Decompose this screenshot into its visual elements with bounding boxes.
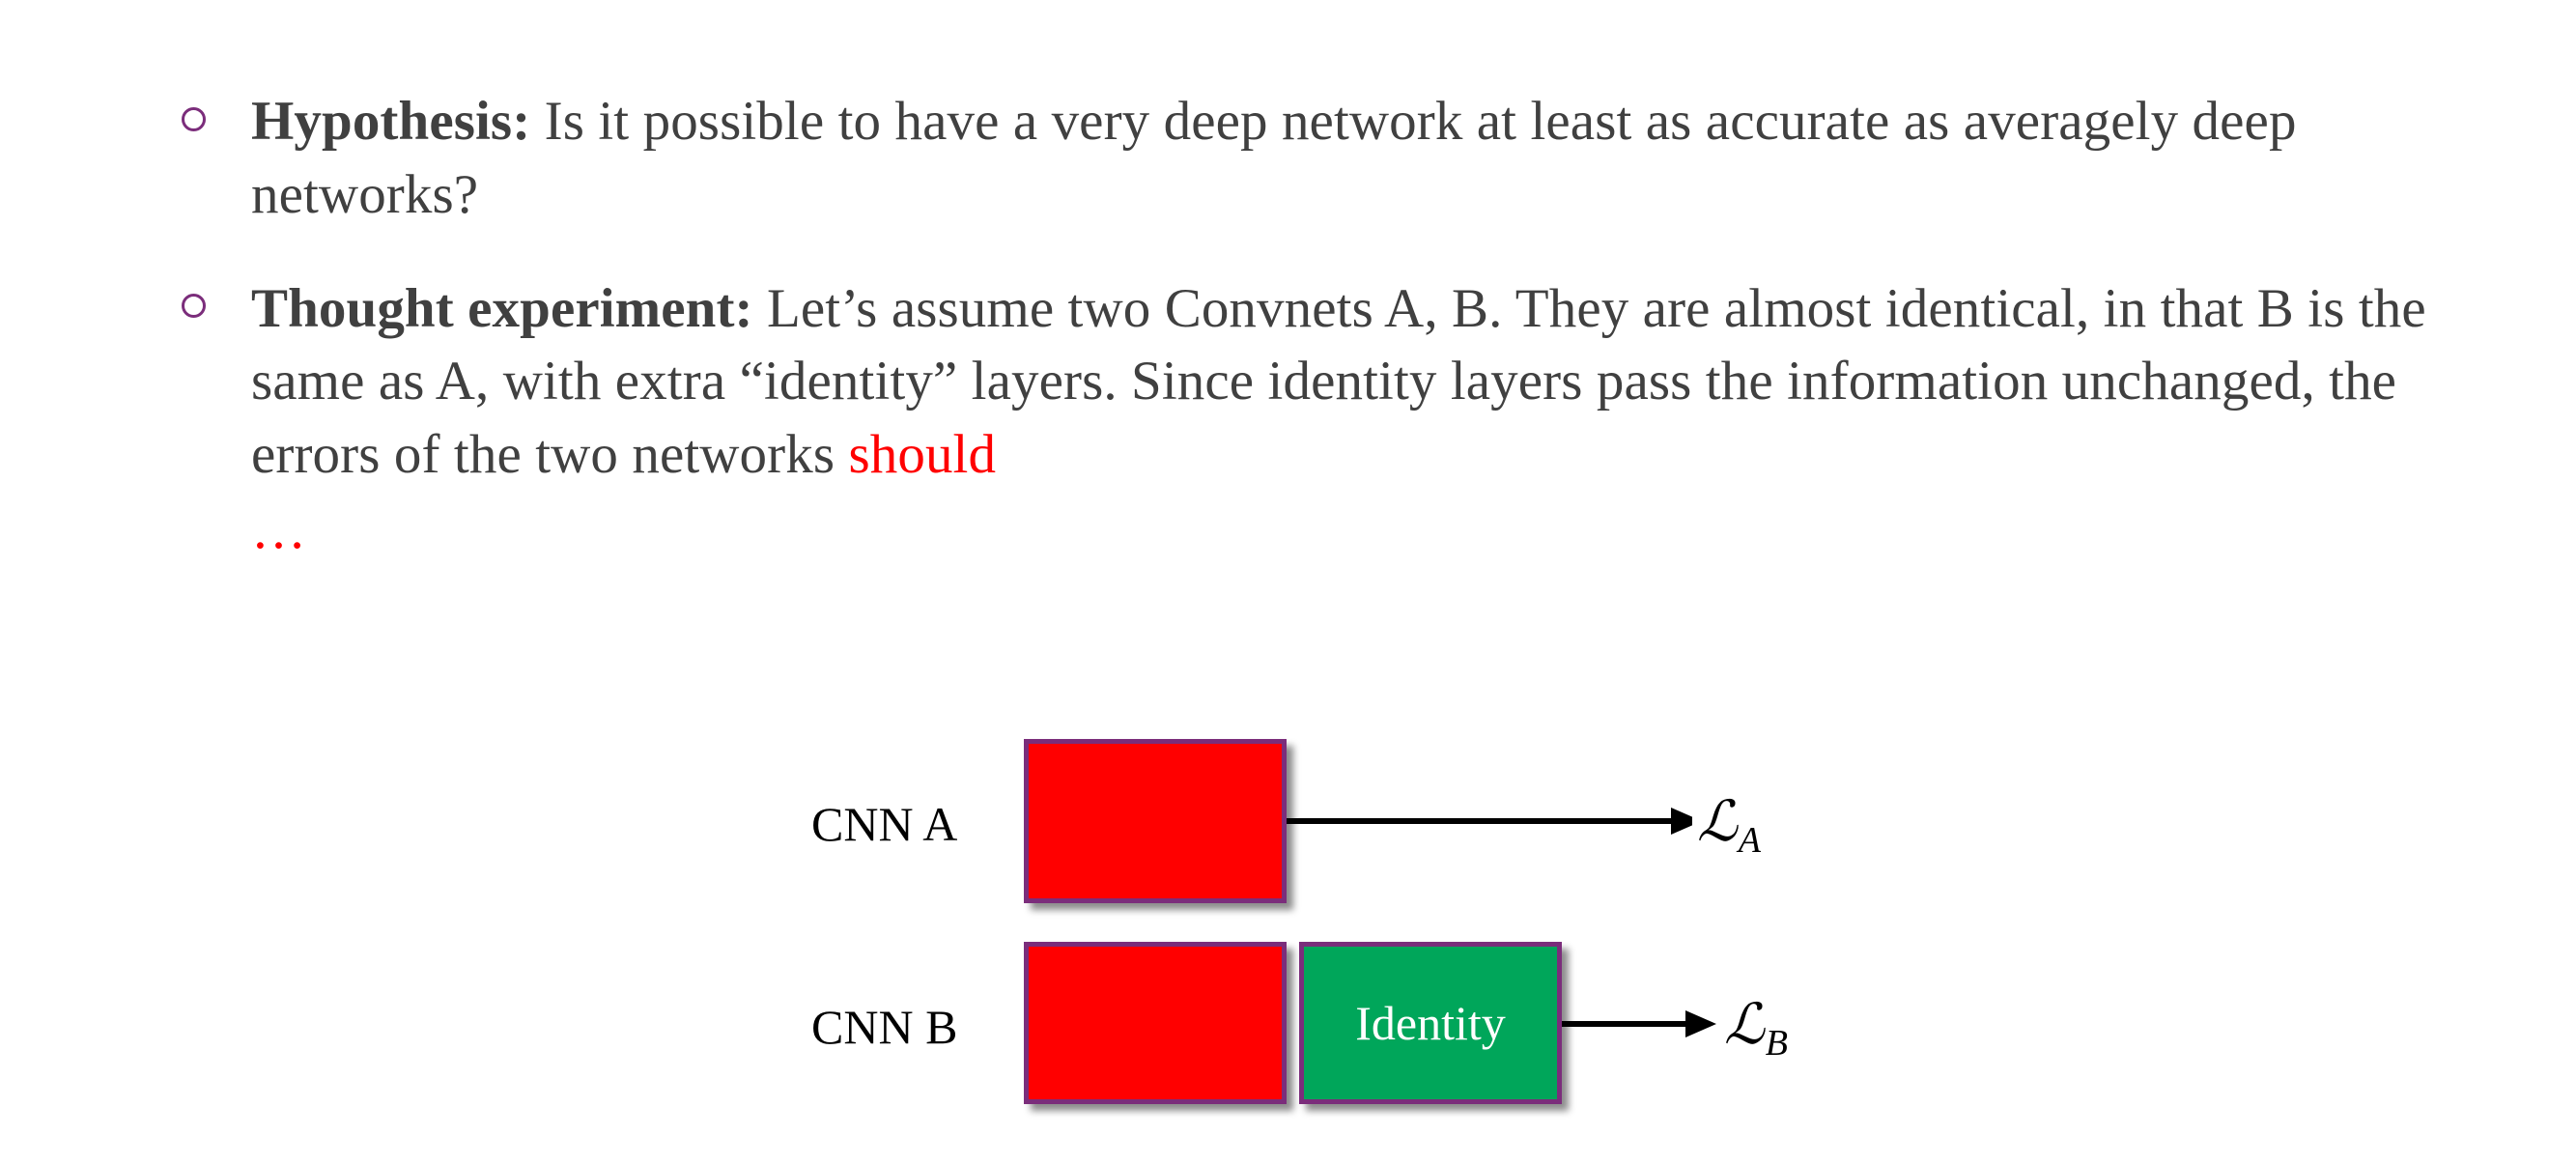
cnn-b-body-block[interactable] xyxy=(1024,942,1287,1104)
cnn-b-output-arrow xyxy=(1562,1010,1716,1037)
bullet-text-hypothesis: Hypothesis: Is it possible to have a ver… xyxy=(251,85,2516,232)
cnn-a-body-block[interactable] xyxy=(1024,739,1287,903)
bullet-continuation-ellipsis: … xyxy=(251,498,307,560)
bullet-item-hypothesis: Hypothesis: Is it possible to have a ver… xyxy=(179,85,2516,232)
bullet-list: Hypothesis: Is it possible to have a ver… xyxy=(179,85,2516,608)
bullet-text-thought-experiment: Thought experiment: Let’s assume two Con… xyxy=(251,272,2516,567)
cnn-b-row-label: CNN B xyxy=(811,1000,958,1054)
bullet-body-hypothesis: Is it possible to have a very deep netwo… xyxy=(251,91,2297,225)
loss-symbol-a: ℒ xyxy=(1697,790,1738,853)
bullet-body-thought-experiment: Let’s assume two Convnets A, B. They are… xyxy=(251,277,2426,486)
cnn-a-loss-label: ℒA xyxy=(1697,794,1761,862)
bullet-circle-icon xyxy=(182,294,206,319)
bullet-lead-label-hypothesis: Hypothesis: xyxy=(251,91,531,152)
identity-layer-block[interactable]: Identity xyxy=(1299,942,1562,1104)
bullet-item-thought-experiment: Thought experiment: Let’s assume two Con… xyxy=(179,272,2516,567)
bullet-highlight-should: should xyxy=(848,424,997,486)
bullet-lead-label-thought-experiment: Thought experiment: xyxy=(251,277,753,339)
bullet-circle-icon xyxy=(182,106,206,131)
loss-subscript-b: B xyxy=(1765,1023,1788,1065)
cnn-b-loss-label: ℒB xyxy=(1724,997,1788,1065)
identity-layer-block-label: Identity xyxy=(1355,996,1506,1050)
loss-subscript-a: A xyxy=(1738,820,1761,862)
cnn-a-output-arrow xyxy=(1287,808,1692,835)
loss-symbol-b: ℒ xyxy=(1724,993,1765,1056)
cnn-a-row-label: CNN A xyxy=(811,797,958,851)
